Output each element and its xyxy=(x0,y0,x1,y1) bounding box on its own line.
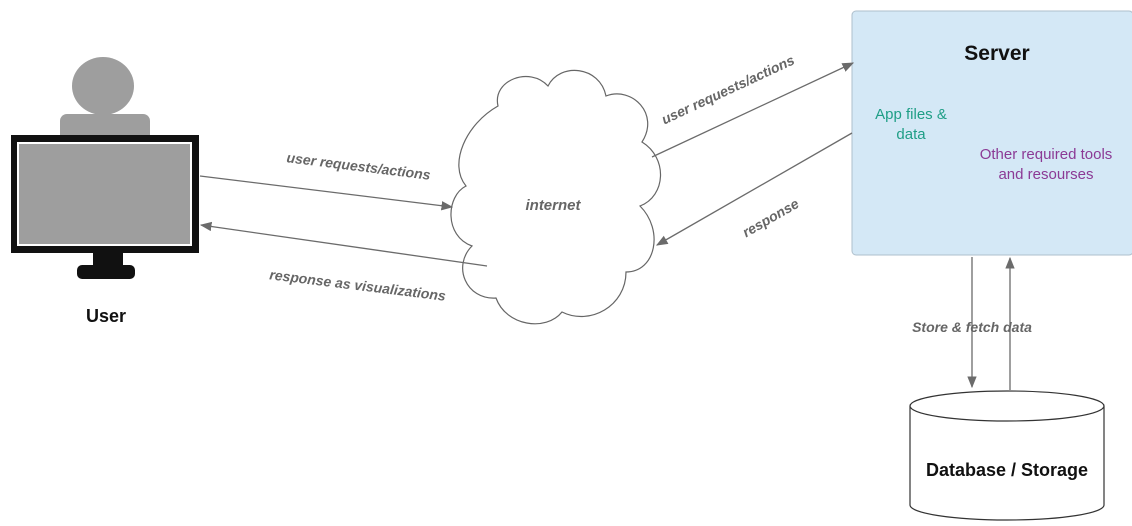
server-title: Server xyxy=(964,42,1029,65)
app-files-label-line2: data xyxy=(896,126,926,143)
tools-label-line1: Other required tools xyxy=(980,146,1113,163)
edge-label-internet-to-user: response as visualizations xyxy=(269,266,447,304)
database-cylinder xyxy=(909,390,1105,521)
database-body xyxy=(909,406,1105,521)
edge-label-user-to-internet: user requests/actions xyxy=(286,149,432,183)
app-files-label-line1: App files & xyxy=(875,106,947,123)
internet-label: internet xyxy=(525,197,581,214)
internet-cloud-shape xyxy=(450,69,662,325)
user-label: User xyxy=(86,306,126,326)
arrow-internet-to-server xyxy=(651,62,855,158)
arrow-internet-to-user xyxy=(199,221,488,267)
arrow-server-to-internet xyxy=(655,132,853,246)
database-label: Database / Storage xyxy=(926,460,1088,480)
arrow-user-to-internet xyxy=(199,175,454,211)
monitor-neck xyxy=(93,253,123,267)
monitor-screen xyxy=(17,142,192,246)
tools-label-line2: and resourses xyxy=(998,166,1093,183)
monitor-base xyxy=(77,265,135,279)
edge-label-server-to-internet: response xyxy=(740,195,802,240)
edge-label-internet-to-server: user requests/actions xyxy=(659,52,797,128)
user-computer-icon xyxy=(11,57,199,279)
database-top xyxy=(909,390,1105,422)
person-head xyxy=(72,57,134,115)
edge-label-server-storage: Store & fetch data xyxy=(912,319,1032,335)
